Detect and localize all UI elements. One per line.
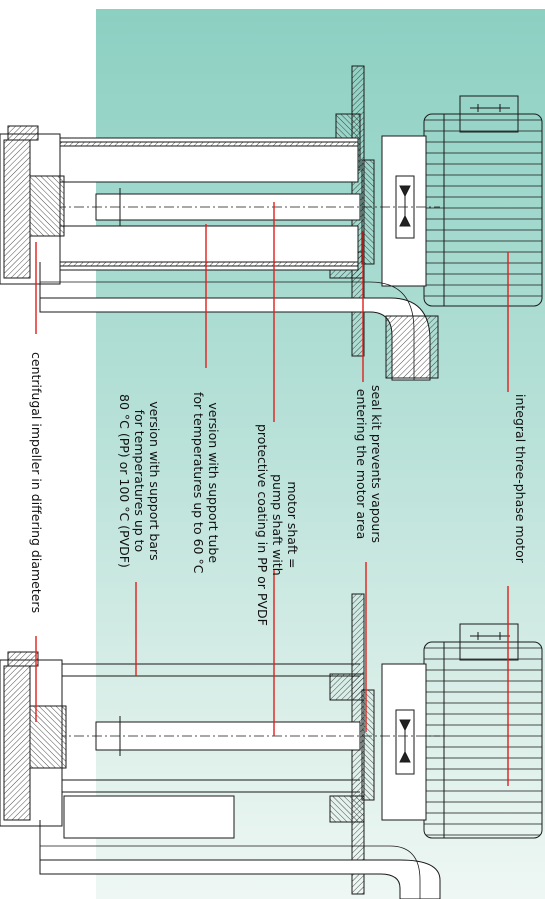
callout-support-tube: version with support tube for temperatur…	[191, 392, 221, 573]
callout-impeller: centrifugal impeller in differing diamet…	[29, 352, 44, 613]
callout-seal: seal kit prevents vapours entering the m…	[354, 385, 384, 543]
callout-seal-line-1: seal kit prevents vapours	[369, 385, 384, 543]
callout-seal-line-2: entering the motor area	[354, 388, 369, 540]
pump-drawing-lower	[0, 593, 543, 899]
callout-shaft-line-1: motor shaft =	[285, 481, 300, 569]
callout-shaft-line-3: protective coating in PP or PVDF	[255, 424, 270, 626]
callout-support-bars-line-1: version with support bars	[147, 401, 162, 561]
pump-drawing-upper	[0, 65, 543, 381]
callout-support-bars: version with support bars for temperatur…	[117, 394, 162, 568]
callout-shaft: motor shaft = pump shaft with protective…	[255, 424, 300, 626]
motor-body	[423, 113, 543, 307]
callout-motor: integral three-phase motor	[513, 394, 528, 563]
callout-shaft-line-2: pump shaft with	[270, 474, 285, 576]
callout-support-bars-line-3: 80 °C (PP) or 100 °C (PVDF)	[117, 394, 132, 568]
callout-motor-text: integral three-phase motor	[513, 394, 528, 563]
callout-lines	[35, 202, 509, 786]
callout-impeller-text: centrifugal impeller in differing diamet…	[29, 352, 44, 614]
callout-support-tube-line-1: version with support tube	[206, 402, 221, 564]
motor-body	[423, 641, 543, 839]
callout-support-bars-line-2: for temperatures up to	[132, 409, 147, 553]
callout-support-tube-line-2: for temperatures up to 60 °C	[191, 392, 206, 574]
